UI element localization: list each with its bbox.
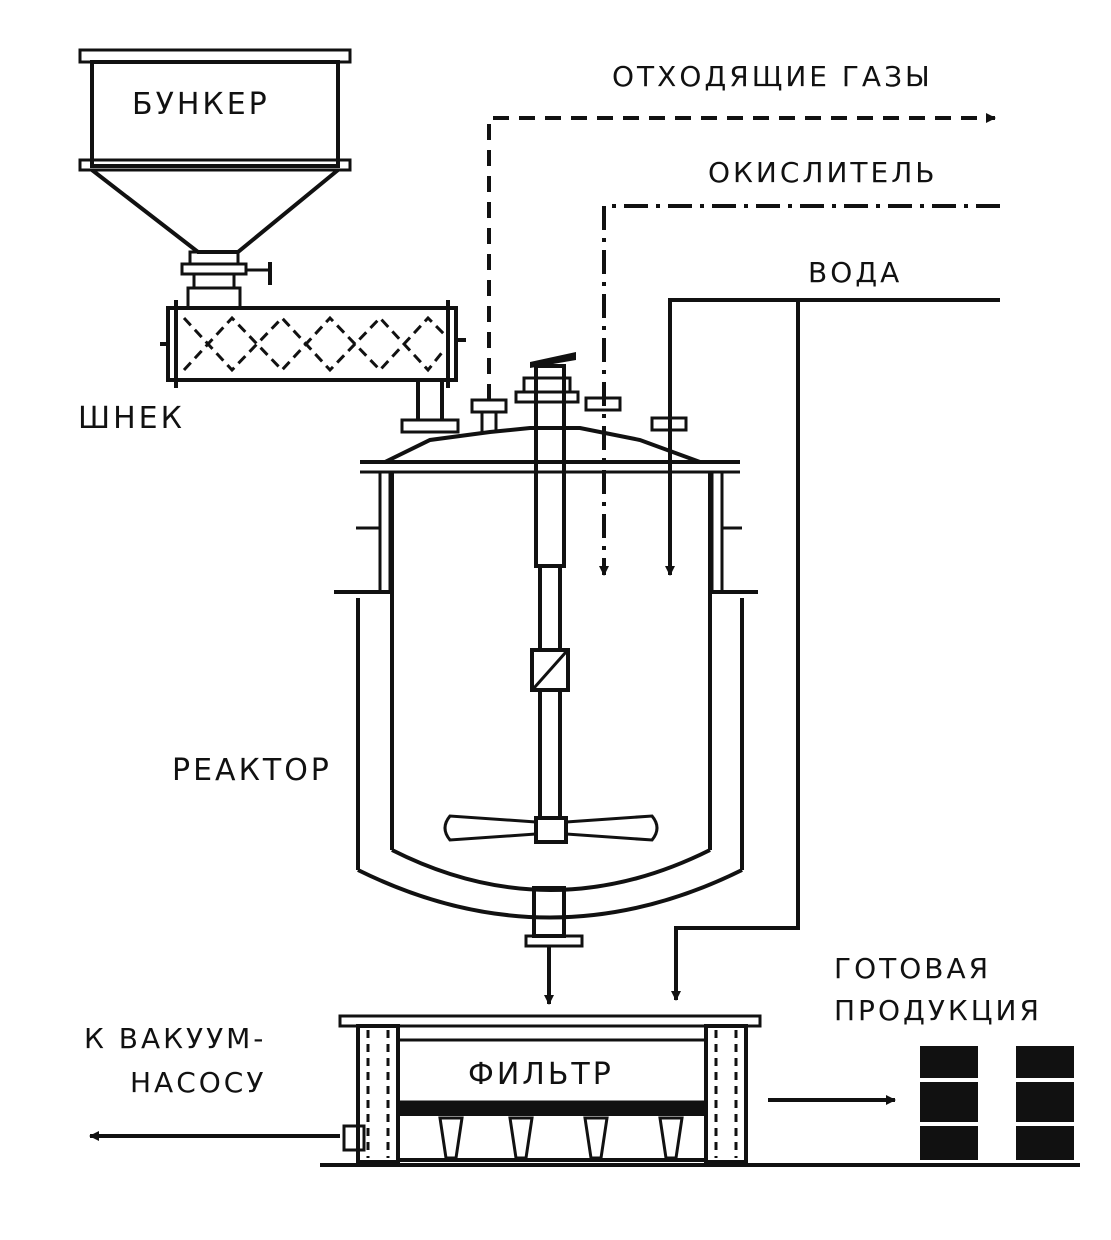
screw-label: ШНЕК [78, 401, 185, 436]
vacuum-label-line2: НАСОСУ [130, 1066, 266, 1099]
off-gas-line [487, 113, 996, 400]
off-gases-label: ОТХОДЯЩИЕ ГАЗЫ [612, 60, 933, 93]
hopper [78, 48, 352, 310]
reactor-vessel [334, 470, 758, 948]
product-drums [920, 1046, 1074, 1160]
product-label-line2: ПРОДУКЦИЯ [834, 994, 1042, 1027]
water-label: ВОДА [808, 256, 902, 289]
agitator [443, 364, 659, 844]
filter-label: ФИЛЬТР [468, 1057, 614, 1092]
reactor-label: РЕАКТОР [172, 753, 332, 788]
oxidizer-line [599, 204, 1000, 576]
water-line [665, 298, 1000, 1001]
filter [320, 1014, 1080, 1167]
vacuum-label-line1: К ВАКУУМ- [84, 1022, 266, 1055]
bunker-label: БУНКЕР [132, 87, 270, 122]
oxidizer-label: ОКИСЛИТЕЛЬ [708, 156, 937, 189]
screw-conveyor [160, 300, 466, 434]
product-label-line1: ГОТОВАЯ [834, 952, 991, 985]
